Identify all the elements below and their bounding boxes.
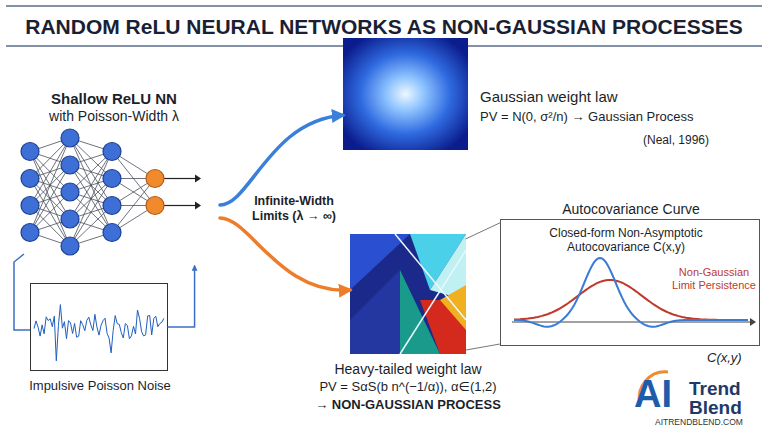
network-panel: Shallow ReLU NNwith Poisson-Width λ: [8, 88, 220, 266]
autocovariance-box: Autocovariance CurveClosed-form Non-Asym…: [500, 219, 760, 346]
output-arrowhead: [195, 202, 201, 210]
neuron: [21, 143, 39, 161]
axis-label: C(x,y): [707, 350, 767, 366]
output-line: [164, 178, 195, 179]
field-background: [350, 234, 466, 354]
neuron: [61, 183, 79, 201]
neuron: [21, 197, 39, 215]
panel-heading: Shallow ReLU NN: [8, 90, 220, 108]
chart-title: Autocovariance Curve: [541, 201, 721, 218]
process-result: → NON-GAUSSIAN PROCESS: [288, 397, 528, 413]
neuron: [21, 170, 39, 188]
axis-arrowhead: [750, 318, 756, 326]
noise-trace: [34, 305, 164, 361]
logo-word: Blend: [689, 397, 742, 420]
neuron: [61, 210, 79, 228]
title: RANDOM ReLU NEURAL NETWORKS AS NON-GAUSS…: [0, 14, 768, 39]
network-illustration: [21, 129, 201, 255]
gaussian-field: Gaussian weight lawPV = N(0, σ²/n) → Gau…: [343, 38, 468, 150]
box-caption: Impulsive Poisson Noise: [16, 378, 184, 394]
neuron: [103, 224, 121, 242]
panel-subheading: with Poisson-Width λ: [8, 108, 220, 125]
gaussian-limit-arrow: [220, 115, 343, 205]
curve-label: Non-Gaussian Limit Persistence: [669, 266, 759, 292]
law-formula: PV = N(0, σ²/n) → Gaussian Process: [480, 109, 768, 125]
neuron: [146, 197, 164, 215]
feedback-line: [14, 254, 30, 330]
zoom-line: [466, 223, 500, 239]
heavy-tail-limit-arrow: [220, 218, 350, 290]
output-arrowhead: [195, 175, 201, 183]
law-heading: Gaussian weight law: [480, 88, 680, 106]
field-patch: [350, 270, 400, 354]
neuron: [61, 237, 79, 255]
neuron: [103, 197, 121, 215]
law-formula: PV = SαS(b n^(−1/α)), α∈(1,2): [288, 379, 528, 395]
neuron: [146, 170, 164, 188]
non-gaussian-field: Heavy-tailed weight lawPV = SαS(b n^(−1/…: [350, 234, 466, 354]
zoom-line: [466, 344, 500, 350]
field-patch: [440, 285, 466, 330]
noise-box: Impulsive Poisson Noise: [30, 283, 168, 371]
law-heading: Heavy-tailed weight law: [288, 361, 528, 378]
neuron: [21, 224, 39, 242]
noise-waveform: [34, 305, 164, 361]
field-crease: [400, 250, 466, 354]
feedback-arrow: [168, 266, 195, 327]
chart-subtitle: Closed-form Non-Asymptotic Autocovarianc…: [531, 226, 721, 255]
citation: (Neal, 1996): [643, 133, 743, 147]
gaussian-field-image: [343, 38, 468, 150]
output-line: [164, 205, 195, 206]
logo-mark: AI: [634, 372, 672, 418]
neuron: [61, 129, 79, 147]
neuron: [103, 170, 121, 188]
transition-label: Infinite-Width Limits (λ → ∞): [238, 194, 350, 224]
title-rule: [6, 5, 762, 7]
non-gaussian-field-image: [350, 234, 466, 354]
field-patch: [400, 270, 440, 354]
neuron: [103, 143, 121, 161]
logo-url: AITRENDBLEND.COM: [655, 417, 743, 427]
x-axis: [512, 322, 750, 323]
neuron: [61, 156, 79, 174]
